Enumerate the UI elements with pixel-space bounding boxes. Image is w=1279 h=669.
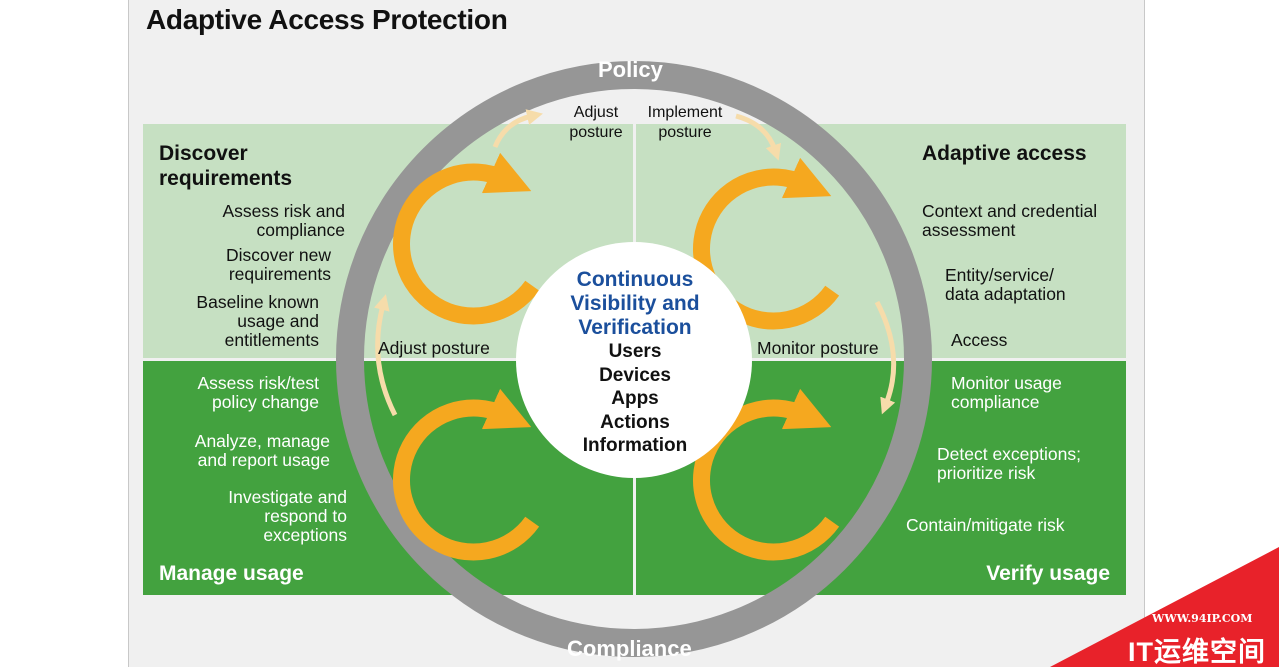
transition-arrow-implement-top	[735, 113, 781, 161]
center-content: Continuous Visibility and Verification U…	[538, 268, 732, 458]
center-circle	[516, 242, 752, 478]
cycle-arrow-discover	[393, 152, 540, 325]
heading-verify-usage: Verify usage	[986, 562, 1110, 585]
center-heading-line: Verification	[578, 316, 692, 339]
cycle-arrow-verify	[693, 388, 840, 561]
policy-compliance-ring	[336, 61, 932, 657]
transition-arrow-adjust-top	[492, 109, 543, 149]
center-heading-line: Visibility and	[570, 292, 700, 315]
center-item: Actions	[600, 411, 670, 433]
transition-arrow-adjust-left	[374, 294, 398, 417]
center-item: Devices	[599, 364, 671, 386]
ring-label-compliance: Compliance	[567, 636, 692, 661]
item-entity-service: Entity/service/data adaptation	[945, 265, 1066, 304]
item-access: Access	[951, 330, 1008, 350]
watermark-url: WWW.94IP.COM	[1152, 612, 1253, 625]
heading-adaptive-access: Adaptive access	[922, 142, 1087, 165]
watermark-corner	[1050, 547, 1279, 667]
ring-label-policy: Policy	[598, 57, 663, 82]
watermark-brand: IT运维空间	[1128, 637, 1266, 667]
heading-manage-usage: Manage usage	[159, 562, 304, 585]
cycle-arrow-manage	[393, 388, 540, 561]
transition-arrow-monitor-right	[874, 300, 897, 415]
center-item: Users	[608, 341, 662, 362]
transition-label-monitor-right: Monitor posture	[757, 338, 879, 358]
item-contain-mitigate: Contain/mitigate risk	[906, 515, 1065, 535]
transition-label-adjust-left: Adjust posture	[378, 338, 490, 358]
center-item: Apps	[611, 388, 659, 409]
page-title: Adaptive Access Protection	[146, 4, 508, 35]
item-detect-exceptions: Detect exceptions;prioritize risk	[937, 444, 1081, 483]
center-heading-line: Continuous	[576, 268, 694, 291]
center-item: Information	[582, 435, 688, 456]
